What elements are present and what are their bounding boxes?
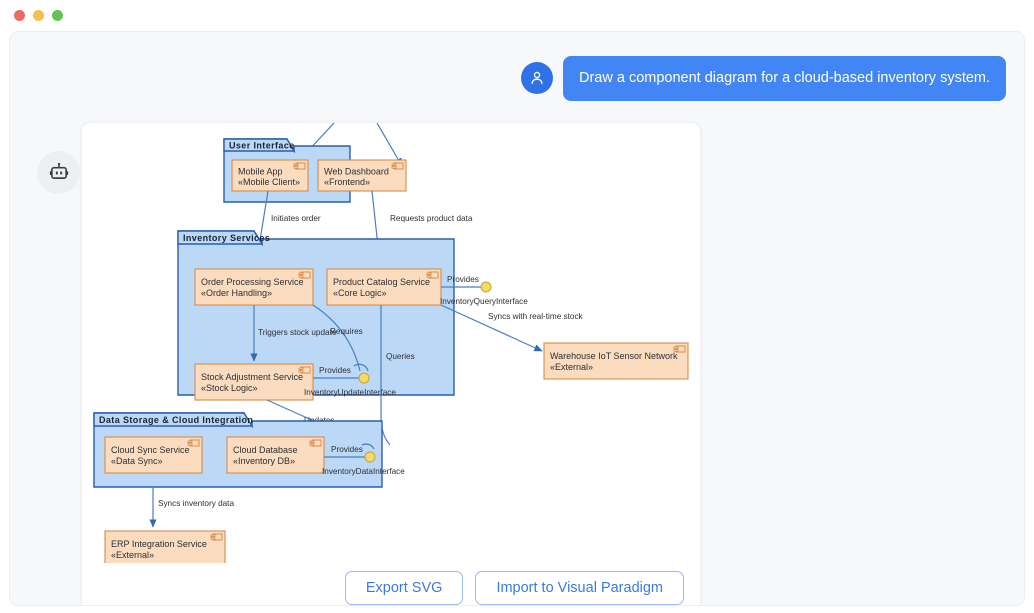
interface-port-label: Provides [331, 445, 363, 454]
window-titlebar [0, 0, 1034, 31]
import-to-visual-paradigm-button[interactable]: Import to Visual Paradigm [475, 571, 684, 605]
lollipop-ball [480, 281, 492, 293]
edge-label-initiates-order: Initiates order [271, 214, 321, 223]
package-user-interface[interactable]: User Interface Mobile App «Mobile Client… [223, 138, 407, 203]
component-icon [673, 345, 686, 353]
diagram-card: User Interface Mobile App «Mobile Client… [81, 122, 701, 605]
component-stock-adjustment-service-body [194, 363, 314, 401]
component-icon [298, 271, 311, 279]
package-inventory-services[interactable]: Inventory Services Order Processing Serv… [177, 230, 528, 401]
chat-surface: Draw a component diagram for a cloud-bas… [9, 31, 1025, 606]
component-cloud-sync-service[interactable]: Cloud Sync Service «Data Sync» [104, 436, 203, 474]
package-inventory-services-tab [177, 230, 264, 245]
component-erp-integration-service-name: ERP Integration Service [111, 539, 207, 549]
edge-label-requires: Requires [330, 327, 363, 336]
component-product-catalog-service-stereotype: «Core Logic» [333, 288, 387, 298]
edge-label-syncs-with-real-time-stock: Syncs with real-time stock [488, 312, 584, 321]
component-order-processing-service-name: Order Processing Service [201, 277, 304, 287]
card-action-bar: Export SVG Import to Visual Paradigm [82, 571, 700, 605]
edge-label-requests-product-data: Requests product data [390, 214, 473, 223]
interface-inventory-data-interface[interactable]: Provides InventoryDataInterface [322, 443, 405, 476]
component-cloud-database-body [226, 436, 325, 474]
component-cloud-database-name: Cloud Database [233, 445, 298, 455]
requires-socket-icon [353, 363, 369, 372]
component-icon [391, 162, 404, 170]
user-message-bubble: Draw a component diagram for a cloud-bas… [563, 56, 1007, 101]
lollipop-ball [364, 451, 376, 463]
component-cloud-database[interactable]: Cloud Database «Inventory DB» [226, 436, 325, 474]
robot-icon [37, 151, 80, 194]
component-product-catalog-service-name: Product Catalog Service [333, 277, 430, 287]
component-icon [426, 271, 439, 279]
component-product-catalog-service[interactable]: Product Catalog Service «Core Logic» [326, 268, 442, 306]
export-svg-button[interactable]: Export SVG [344, 571, 464, 605]
requires-socket-icon [361, 443, 375, 450]
package-inventory-services-label: Inventory Services [183, 233, 270, 243]
component-cloud-database-stereotype: «Inventory DB» [233, 456, 295, 466]
connector-to-web-dashboard [376, 123, 403, 167]
component-order-processing-service-body [194, 268, 314, 306]
package-user-interface-label: User Interface [229, 141, 295, 151]
package-data-storage-cloud-integration-tab [93, 412, 254, 427]
component-stock-adjustment-service[interactable]: Stock Adjustment Service «Stock Logic» [194, 363, 314, 401]
component-warehouse-iot-sensor-network-body [543, 342, 689, 380]
component-erp-integration-service-stereotype: «External» [111, 550, 154, 560]
close-button[interactable] [14, 10, 25, 21]
component-icon [293, 162, 306, 170]
component-web-dashboard[interactable]: Web Dashboard «Frontend» [317, 159, 407, 192]
maximize-button[interactable] [52, 10, 63, 21]
interface-inventory-update-interface-label: InventoryUpdateInterface [304, 388, 396, 397]
package-user-interface-tab [223, 138, 296, 152]
component-warehouse-iot-sensor-network-name: Warehouse IoT Sensor Network [550, 351, 678, 361]
component-icon [187, 439, 200, 447]
component-mobile-app[interactable]: Mobile App «Mobile Client» [231, 159, 309, 192]
component-erp-integration-service[interactable]: ERP Integration Service «External» [104, 530, 226, 563]
component-mobile-app-name: Mobile App [238, 167, 283, 177]
component-icon [210, 533, 223, 541]
component-stock-adjustment-service-name: Stock Adjustment Service [201, 372, 303, 382]
component-cloud-sync-service-name: Cloud Sync Service [111, 445, 190, 455]
lollipop-ball [358, 372, 370, 384]
connector-syncs-with-real-time-stock [440, 304, 543, 352]
edge-label-queries: Queries [386, 352, 415, 361]
package-data-storage-cloud-integration[interactable]: Data Storage & Cloud Integration Cloud S… [93, 412, 405, 488]
component-web-dashboard-name: Web Dashboard [324, 167, 389, 177]
edge-label-syncs-inventory-data: Syncs inventory data [158, 499, 234, 508]
minimize-button[interactable] [33, 10, 44, 21]
component-web-dashboard-body [317, 159, 407, 192]
interface-inventory-query-interface-label: InventoryQueryInterface [440, 297, 528, 306]
component-icon [298, 366, 311, 374]
person-icon [521, 62, 553, 94]
interface-inventory-data-interface-label: InventoryDataInterface [322, 467, 405, 476]
interface-inventory-update-interface[interactable]: Provides InventoryUpdateInterface [304, 366, 396, 397]
component-stock-adjustment-service-stereotype: «Stock Logic» [201, 383, 258, 393]
user-message-row: Draw a component diagram for a cloud-bas… [521, 56, 1007, 110]
component-warehouse-iot-sensor-network[interactable]: Warehouse IoT Sensor Network «External» [543, 342, 689, 380]
package-data-storage-cloud-integration-label: Data Storage & Cloud Integration [99, 415, 253, 425]
connector-queries [380, 305, 391, 446]
interface-inventory-query-interface[interactable]: Provides InventoryQueryInterface [440, 275, 528, 306]
component-mobile-app-stereotype: «Mobile Client» [238, 177, 300, 187]
component-order-processing-service[interactable]: Order Processing Service «Order Handling… [194, 268, 314, 306]
component-erp-integration-service-body [104, 530, 226, 563]
component-cloud-sync-service-stereotype: «Data Sync» [111, 456, 163, 466]
connector-requires [312, 304, 361, 372]
component-cloud-sync-service-body [104, 436, 203, 474]
edge-label-triggers-stock-update: Triggers stock update [258, 328, 337, 337]
component-warehouse-iot-sensor-network-stereotype: «External» [550, 362, 593, 372]
component-order-processing-service-stereotype: «Order Handling» [201, 288, 272, 298]
component-product-catalog-service-body [326, 268, 442, 306]
interface-port-label: Provides [447, 275, 479, 284]
interface-port-label: Provides [319, 366, 351, 375]
component-diagram-canvas[interactable]: User Interface Mobile App «Mobile Client… [82, 123, 701, 563]
component-web-dashboard-stereotype: «Frontend» [324, 177, 370, 187]
component-icon [309, 439, 322, 447]
